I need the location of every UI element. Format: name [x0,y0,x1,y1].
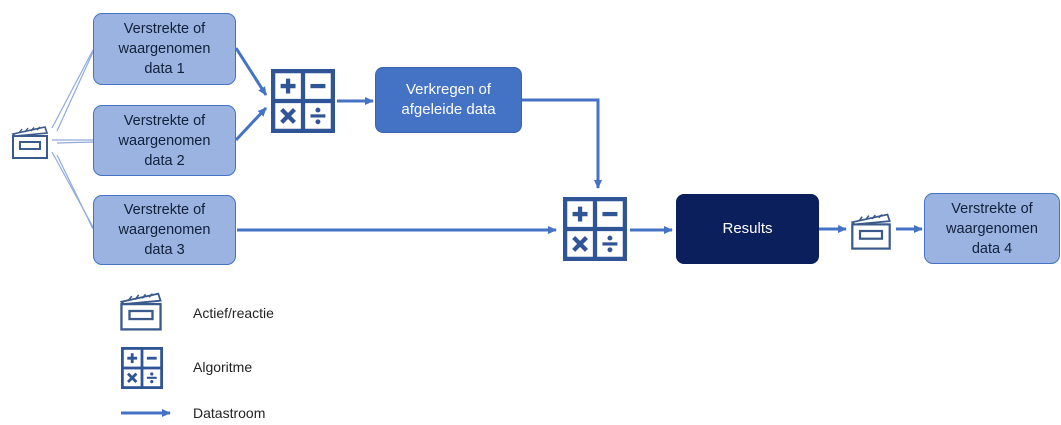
clapperboard-icon [12,126,48,159]
results-box[interactable]: Results [676,194,819,264]
legend-algorithm-icon [121,347,163,389]
derived-data-label: Verkregen of afgeleide data [401,81,496,118]
legend-clapperboard-icon [120,292,162,331]
input-data-2-label: Verstrekte of waargenomen data 2 [118,112,211,169]
input-data-2-box[interactable]: Verstrekte of waargenomen data 2 [93,105,236,176]
fan-lines [51,49,94,230]
derived-data-box[interactable]: Verkregen of afgeleide data [375,67,522,133]
algorithm-icon [271,69,335,133]
output-data-4-label: Verstrekte of waargenomen data 4 [946,200,1038,257]
algorithm-icon [563,197,627,261]
input-data-3-box[interactable]: Verstrekte of waargenomen data 3 [93,195,236,265]
output-data-4-box[interactable]: Verstrekte of waargenomen data 4 [924,193,1060,264]
clapperboard-icon [851,213,891,250]
legend-algorithm-label: Algoritme [193,359,253,375]
input-data-1-box[interactable]: Verstrekte of waargenomen data 1 [93,13,236,85]
input-data-3-label: Verstrekte of waargenomen data 3 [118,202,211,258]
input-data-1-label: Verstrekte of waargenomen data 1 [118,21,211,77]
legend-flow-label: Datastroom [193,405,266,421]
legend-action-label: Actief/reactie [193,305,274,321]
results-label: Results [722,220,773,237]
data-flow-arrows [234,47,923,234]
